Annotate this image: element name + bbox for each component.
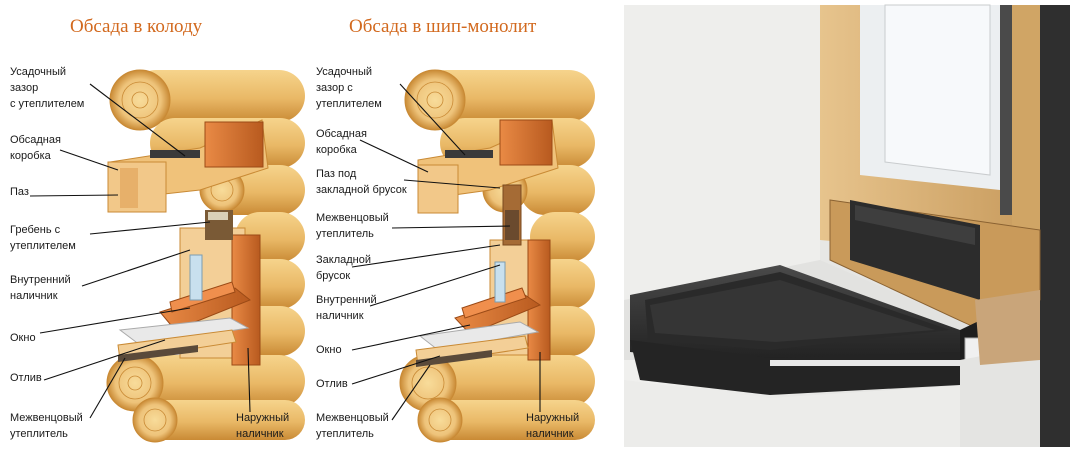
pointer-lines bbox=[29, 83, 541, 421]
sill-otliv bbox=[415, 321, 540, 367]
label-okno: Окно bbox=[10, 332, 36, 344]
label-naruzhny-nalichnik: Наружный наличник bbox=[526, 412, 580, 440]
left-diagram-title: Обсада в колоду bbox=[70, 16, 203, 37]
label-okno: Окно bbox=[316, 344, 342, 356]
label-paz-pod-brusok: Паз под закладной брусок bbox=[316, 168, 407, 196]
label-otliv: Отлив bbox=[10, 372, 42, 384]
label-obsadnaya-korobka: Обсадная коробка bbox=[316, 128, 367, 156]
sill-otliv bbox=[117, 317, 250, 362]
right-diagram-title: Обсада в шип-монолит bbox=[349, 16, 537, 37]
window-sill-photo bbox=[624, 4, 1070, 447]
label-zakladnoy-brusok: Закладной брусок bbox=[316, 254, 371, 282]
window-frame bbox=[159, 254, 251, 331]
right-log-wall bbox=[399, 69, 595, 443]
label-vnutrenny-nalichnik: Внутренний наличник bbox=[316, 294, 377, 322]
label-obsadnaya-korobka: Обсадная коробка bbox=[10, 134, 61, 162]
window-frame bbox=[454, 261, 542, 335]
label-usadochny-zazor: Усадочный зазор с утеплителем bbox=[10, 66, 85, 110]
label-mezhvencovy-uteplitel: Межвенцовый утеплитель bbox=[10, 412, 83, 440]
label-usadochny-zazor: Усадочный зазор с утеплителем bbox=[316, 66, 382, 110]
label-paz: Паз bbox=[10, 186, 29, 198]
label-greben: Гребень с утеплителем bbox=[10, 224, 76, 252]
label-mezhvencovy-uteplitel-top: Межвенцовый утеплитель bbox=[316, 212, 389, 240]
label-otliv: Отлив bbox=[316, 378, 348, 390]
label-naruzhny-nalichnik: Наружный наличник bbox=[236, 412, 290, 440]
left-log-wall bbox=[106, 69, 305, 443]
top-casing-box bbox=[107, 119, 269, 213]
top-casing-box bbox=[417, 119, 559, 214]
label-vnutrenny-nalichnik: Внутренний наличник bbox=[10, 274, 71, 302]
label-mezhvencovy-uteplitel: Межвенцовый утеплитель bbox=[316, 412, 389, 440]
